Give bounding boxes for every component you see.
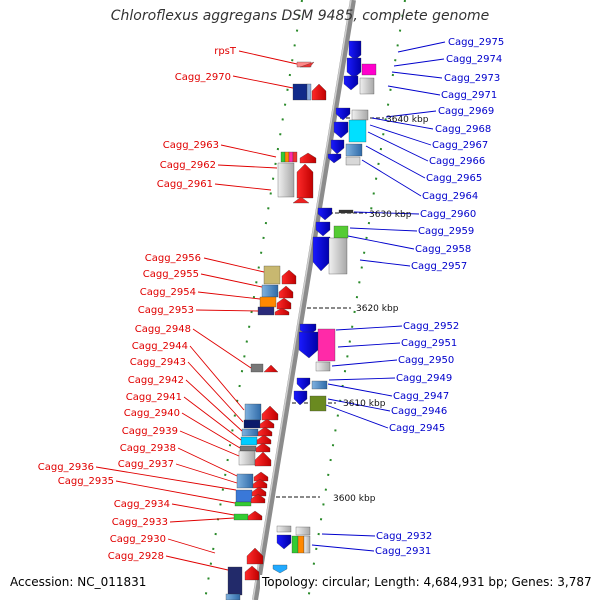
gene-label: Cagg_2966 [429, 156, 485, 167]
gene-label: Cagg_2942 [128, 375, 184, 386]
gene-label: Cagg_2936 [38, 462, 94, 473]
gene-label: Cagg_2930 [110, 534, 166, 545]
gene-label: Cagg_2964 [422, 191, 478, 202]
gene-label: Cagg_2951 [401, 338, 457, 349]
gene-label: Cagg_2963 [163, 140, 219, 151]
right-strand-genes [272, 40, 377, 574]
gene-label: Cagg_2931 [375, 546, 431, 557]
gene-label: Cagg_2953 [138, 305, 194, 316]
gene-label: Cagg_2975 [448, 37, 504, 48]
gene-label: Cagg_2935 [58, 476, 114, 487]
genome-summary: Topology: circular; Length: 4,684,931 bp… [260, 575, 594, 589]
gene-label: Cagg_2967 [432, 140, 488, 151]
gene-label: Cagg_2970 [175, 72, 231, 83]
gene-label: Cagg_2941 [126, 392, 182, 403]
right-gene-labels: Cagg_2975 Cagg_2974 Cagg_2973 Cagg_2971 … [375, 37, 504, 557]
gene-label: Cagg_2965 [426, 173, 482, 184]
gene-label: Cagg_2957 [411, 261, 467, 272]
gene-label: Cagg_2945 [389, 423, 445, 434]
map-title: Chloroflexus aggregans DSM 9485, complet… [110, 8, 490, 24]
gene-label: Cagg_2943 [130, 357, 186, 368]
gene-label: Cagg_2940 [124, 408, 180, 419]
gene-label: Cagg_2928 [108, 551, 164, 562]
genome-backbone [252, 0, 356, 600]
gene-label: Cagg_2956 [145, 253, 201, 264]
tick-label: 3610 kbp [343, 399, 386, 409]
gene-label: Cagg_2958 [415, 244, 471, 255]
gene-label: Cagg_2952 [403, 321, 459, 332]
gene-label: Cagg_2959 [418, 226, 474, 237]
gene-label: Cagg_2932 [376, 531, 432, 542]
gene-label: Cagg_2934 [114, 499, 170, 510]
gene-label: Cagg_2946 [391, 406, 447, 417]
left-gene-labels: rpsT Cagg_2970 Cagg_2963 Cagg_2962 Cagg_… [38, 46, 237, 562]
gene-label: Cagg_2971 [441, 90, 497, 101]
gene-label: Cagg_2947 [393, 391, 449, 402]
tick-label: 3620 kbp [356, 304, 399, 314]
gene-label: Cagg_2969 [438, 106, 494, 117]
gene-label: Cagg_2961 [157, 179, 213, 190]
tick-label: 3640 kbp [386, 115, 429, 125]
gene-label: Cagg_2950 [398, 355, 454, 366]
left-strand-genes [225, 61, 327, 600]
gene-label: Cagg_2974 [446, 54, 502, 65]
gene-label: Cagg_2954 [140, 287, 196, 298]
gene-label: Cagg_2933 [112, 517, 168, 528]
gene-label: Cagg_2937 [118, 459, 174, 470]
gene-label: Cagg_2944 [132, 341, 188, 352]
gene-label: Cagg_2955 [143, 269, 199, 280]
gene-label: rpsT [214, 46, 237, 57]
gene-label: Cagg_2939 [122, 426, 178, 437]
tick-label: 3630 kbp [369, 210, 412, 220]
gene-label: Cagg_2962 [160, 160, 216, 171]
gene-label: Cagg_2968 [435, 124, 491, 135]
gene-label: Cagg_2949 [396, 373, 452, 384]
accession-label: Accession: NC_011831 [8, 575, 149, 589]
kbp-tick-labels: 3640 kbp 3630 kbp 3620 kbp 3610 kbp 3600… [333, 115, 429, 504]
gene-label: Cagg_2960 [420, 209, 476, 220]
gene-label: Cagg_2938 [120, 443, 176, 454]
tick-label: 3600 kbp [333, 494, 376, 504]
gene-label: Cagg_2948 [135, 324, 191, 335]
right-leader-lines [311, 41, 446, 552]
gene-label: Cagg_2973 [444, 73, 500, 84]
left-leader-lines [95, 50, 298, 571]
